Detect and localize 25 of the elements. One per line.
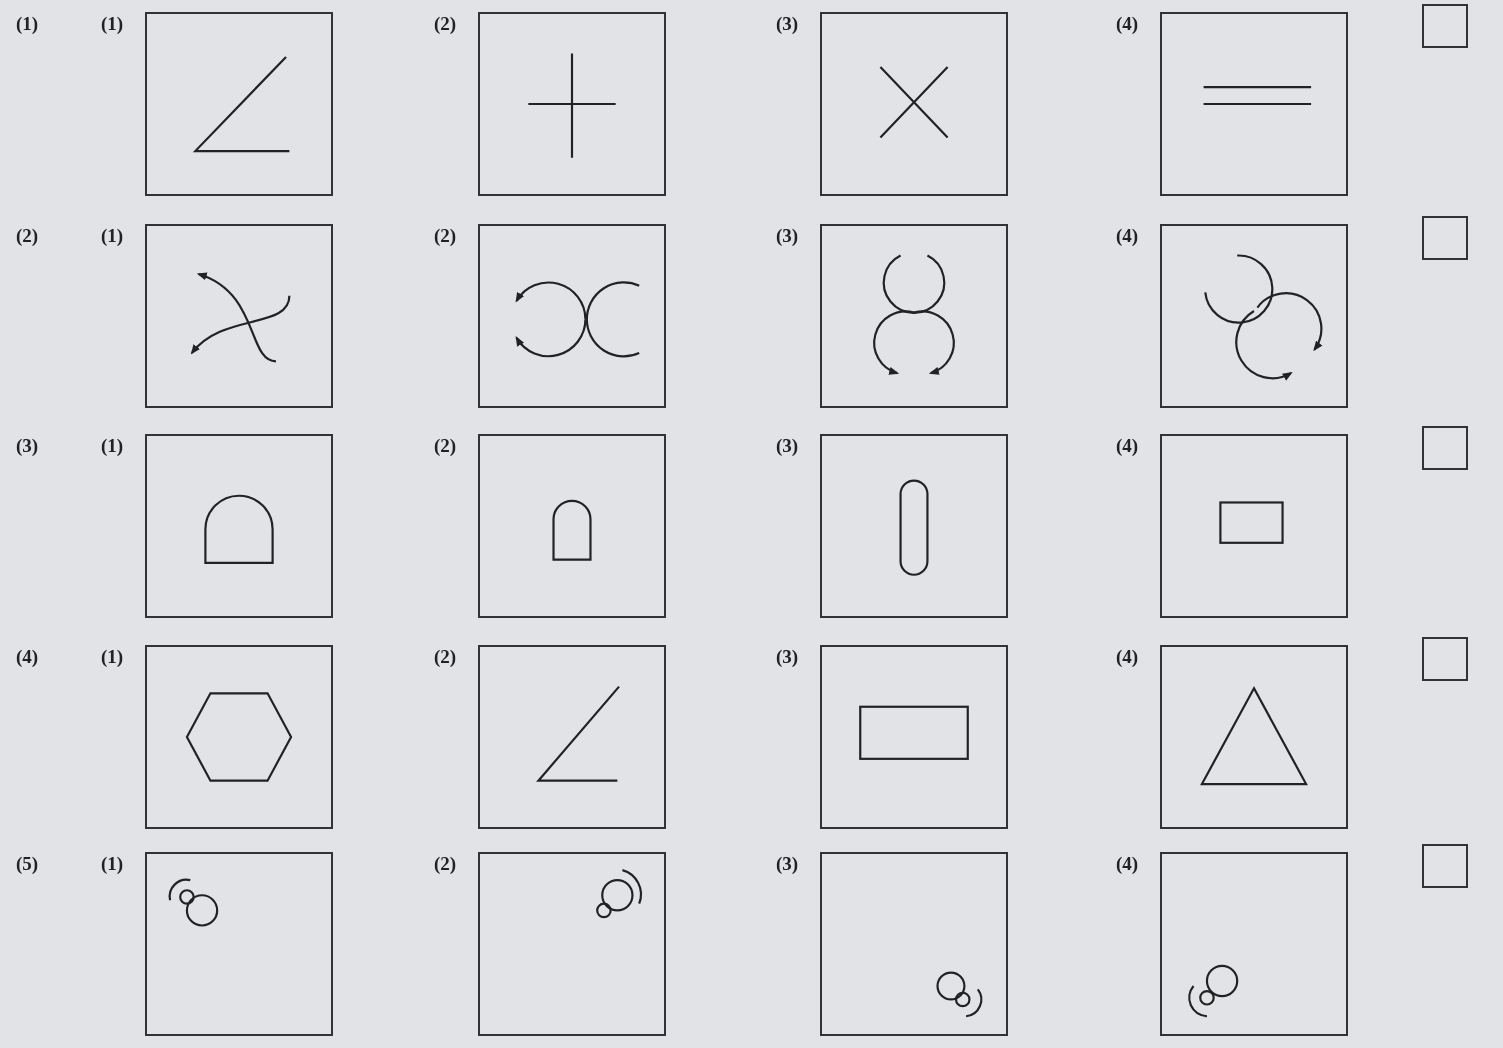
option-number: (1)	[101, 854, 124, 873]
option-number: (2)	[434, 226, 457, 245]
option-number: (2)	[434, 436, 457, 455]
option-number: (4)	[1116, 647, 1139, 666]
option-number: (3)	[776, 647, 799, 666]
option-number: (2)	[434, 647, 457, 666]
option-number: (2)	[434, 14, 457, 33]
option-number: (4)	[1116, 854, 1139, 873]
option-number: (2)	[16, 226, 39, 245]
option-number: (3)	[776, 854, 799, 873]
option-number: (4)	[16, 647, 39, 666]
option-number: (3)	[16, 436, 39, 455]
option-number: (5)	[16, 854, 39, 873]
option-number: (1)	[101, 226, 124, 245]
option-number: (3)	[776, 226, 799, 245]
option-number: (3)	[776, 436, 799, 455]
option-number: (4)	[1116, 226, 1139, 245]
option-number: (4)	[1116, 14, 1139, 33]
option-number: (2)	[434, 854, 457, 873]
option-number: (1)	[101, 14, 124, 33]
option-number: (1)	[16, 14, 39, 33]
option-number: (1)	[101, 436, 124, 455]
option-number: (1)	[101, 647, 124, 666]
option-number: (3)	[776, 14, 799, 33]
option-number: (4)	[1116, 436, 1139, 455]
